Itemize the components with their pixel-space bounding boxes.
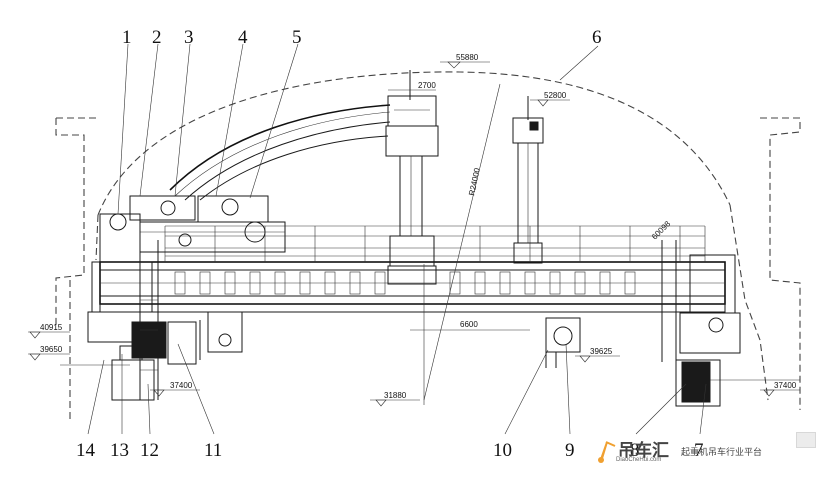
watermark: 吊车汇 DiaoCheHui.com 起重机吊车行业平台	[596, 436, 806, 466]
tunnel-left-wall	[69, 214, 99, 420]
dim-width-2700: 2700	[418, 81, 436, 90]
callout-13: 13	[110, 440, 129, 461]
right-mast	[512, 96, 544, 264]
callout-4: 4	[238, 27, 248, 48]
left-support-leg	[87, 240, 197, 401]
callout-8: 8	[630, 440, 640, 461]
callout-11: 11	[204, 440, 222, 461]
dim-elev-31880: 31880	[384, 391, 407, 400]
callout-5: 5	[292, 27, 302, 48]
corner-button[interactable]	[796, 432, 816, 448]
radius-line	[423, 83, 501, 401]
dim-elev-37400-right: 37400	[774, 381, 797, 390]
callout-10: 10	[493, 440, 512, 461]
tunnel-outline	[55, 71, 801, 410]
crane-logo-icon	[598, 441, 616, 463]
hanging-hoist	[199, 311, 581, 368]
callout-3: 3	[184, 27, 194, 48]
callout-7: 7	[694, 440, 704, 461]
walkway-railing	[164, 225, 706, 262]
central-mast	[385, 70, 439, 285]
left-trolley-machinery	[99, 195, 286, 263]
dim-elev-39625: 39625	[590, 347, 613, 356]
dim-elev-52800: 52800	[544, 91, 567, 100]
watermark-brand: 吊车汇	[618, 441, 669, 460]
elevation-markers	[28, 61, 800, 407]
callout-2: 2	[152, 27, 162, 48]
callout-9: 9	[565, 440, 575, 461]
dim-elev-37400-left: 37400	[170, 381, 193, 390]
dim-radius-r24000: R24000	[467, 167, 482, 197]
callout-6: 6	[592, 27, 602, 48]
watermark-url: DiaoCheHui.com	[616, 457, 662, 463]
dim-width-6600: 6600	[460, 320, 478, 329]
callout-14: 14	[76, 440, 96, 461]
callout-leaders	[87, 43, 707, 435]
right-support-leg	[661, 240, 741, 407]
watermark-slogan: 起重机吊车行业平台	[681, 447, 763, 457]
tunnel-right-wall	[729, 204, 769, 401]
dim-elev-40915: 40915	[40, 323, 63, 332]
callout-1: 1	[122, 27, 132, 48]
dim-elev-39650: 39650	[40, 345, 63, 354]
dim-elev-55880: 55880	[456, 53, 479, 62]
boom-arm	[169, 104, 391, 201]
main-girder	[99, 261, 726, 313]
dim-diag-60098: 60098	[650, 219, 672, 241]
callout-12: 12	[140, 440, 159, 461]
